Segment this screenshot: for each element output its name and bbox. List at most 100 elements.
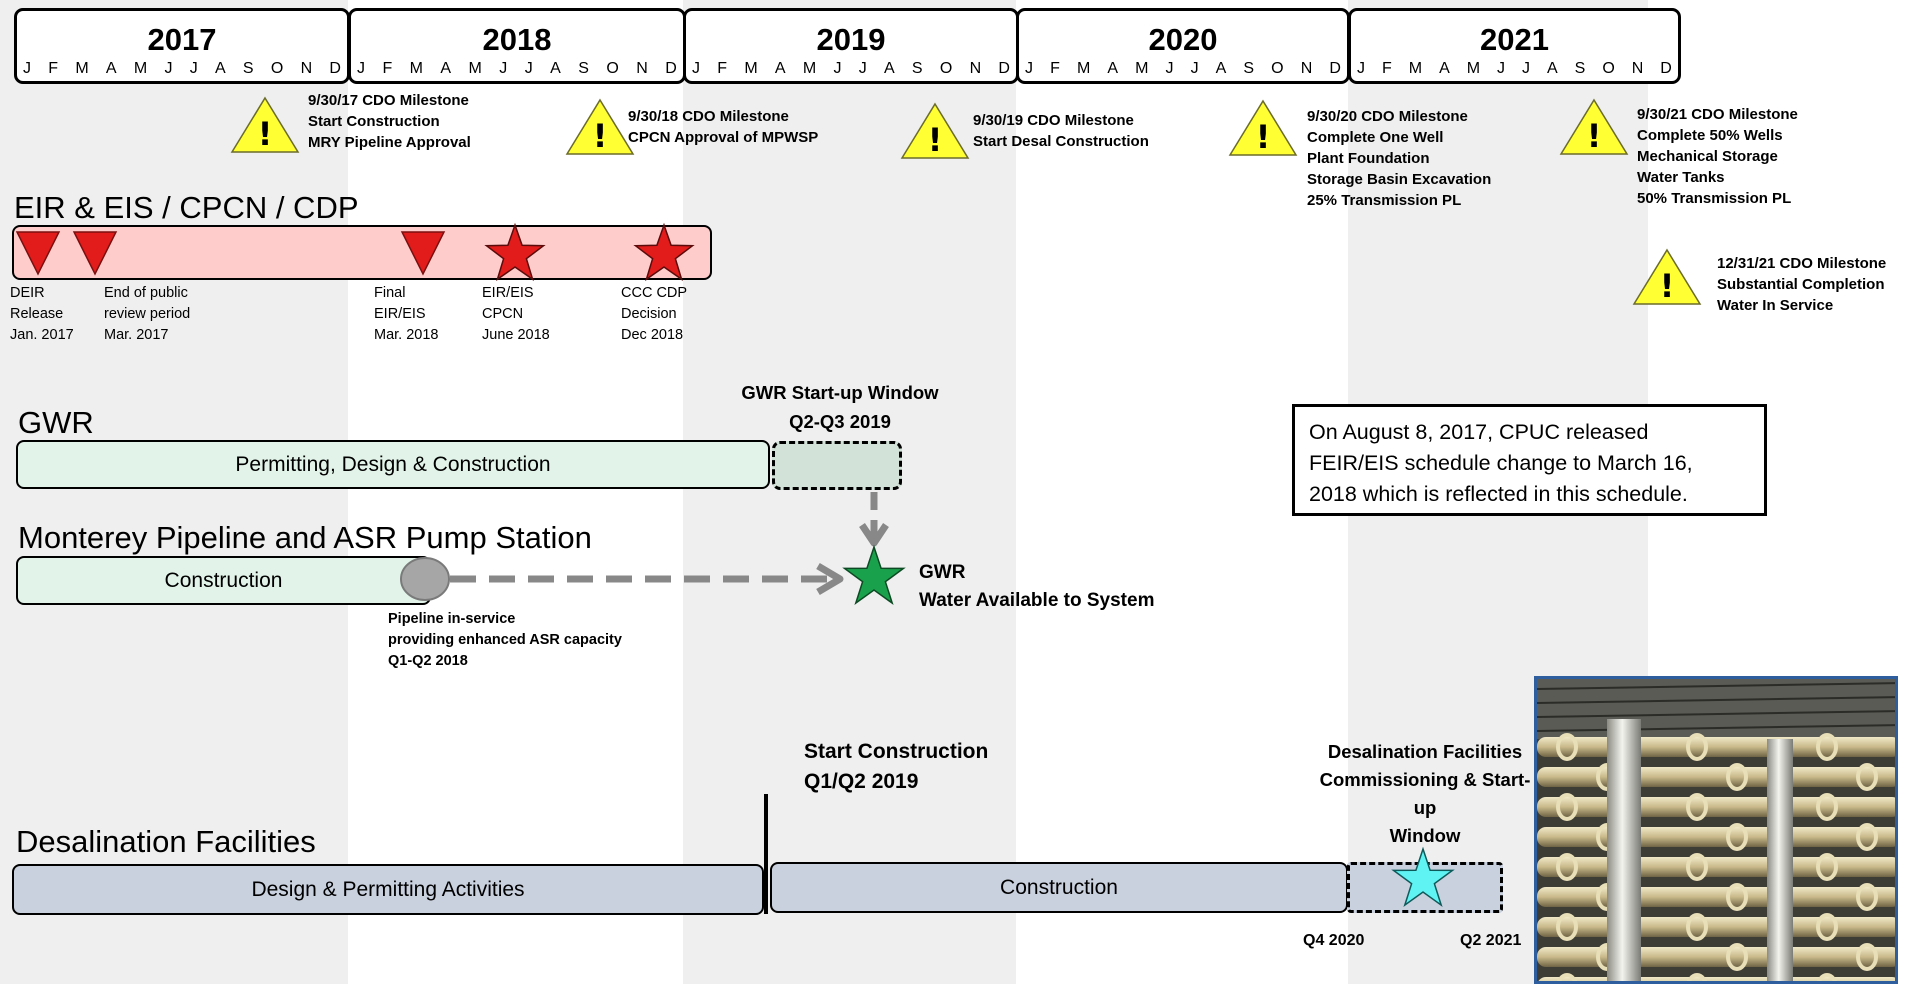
year-label: 2017 [147,22,217,57]
warning-icon: ! [1559,98,1629,155]
gwr-window-label: GWR Start-up Window Q2-Q3 2019 [710,378,970,436]
photo-coupling [1856,823,1878,851]
eir-triangle-marker [72,231,118,276]
milestone-line: 9/30/18 CDO Milestone [628,108,789,125]
month-label: S [578,60,589,77]
eir-section-title: EIR & EIS / CPCN / CDP [14,190,359,225]
photo-coupling [1556,853,1578,881]
year-label: 2019 [816,22,886,57]
desal-commission-line-2: Commissioning & Start- [1319,769,1531,790]
pipeline-note: Pipeline in-service providing enhanced A… [388,609,622,672]
gwr-window-arrowhead [859,523,889,547]
milestone-line: Water Tanks [1637,169,1725,186]
month-label: J [692,60,700,77]
month-label: M [133,60,148,77]
eir-marker-label-line: review period [104,306,191,322]
gwr-available-line-2: Water Available to System [919,590,1155,611]
month-label: O [939,60,953,77]
eir-star-marker [484,222,546,282]
photo-coupling [1556,793,1578,821]
milestone-line: Substantial Completion [1717,276,1885,293]
month-label: M [468,60,482,77]
pipeline-construction-bar: Construction [16,556,431,605]
svg-text:!: ! [1256,118,1271,156]
milestone-line: Plant Foundation [1307,150,1430,167]
month-label: M [1135,60,1149,77]
month-label: F [717,60,728,77]
desal-section-title: Desalination Facilities [16,824,316,859]
eir-star-marker [633,222,695,282]
gwr-available-line-1: GWR [919,562,966,583]
month-label: J [1190,60,1199,77]
month-label: J [164,60,173,77]
warning-icon: ! [1632,248,1702,305]
eir-marker-label-line: Jan. 2017 [10,327,74,343]
month-label: O [1271,60,1284,77]
month-label: F [48,60,59,77]
desal-commission-line-4: Window [1389,825,1461,846]
month-label: N [300,60,313,77]
warning-icon: ! [230,96,300,153]
photo-coupling [1686,793,1708,821]
month-label: M [802,60,817,77]
photo-coupling [1687,973,1707,981]
desal-commission-line-1: Desalination Facilities [1327,741,1523,762]
gwr-startup-window [772,441,902,490]
eir-marker-label-line: EIR/EIS [374,306,426,322]
photo-coupling [1556,733,1578,761]
photo-coupling [1726,763,1748,791]
photo-coupling [1816,913,1838,941]
photo-coupling [1686,853,1708,881]
warning-icon: ! [565,98,635,155]
eir-bar [12,225,712,280]
month-label: J [499,60,508,77]
photo-coupling [1726,823,1748,851]
gwr-available-star [842,544,906,606]
month-label: A [214,60,226,77]
note-line-2: FEIR/EIS schedule change to March 16, [1309,451,1693,475]
gwr-window-line-2: Q2-Q3 2019 [789,411,891,432]
eir-triangle-marker [400,231,446,276]
schedule-change-note: On August 8, 2017, CPUC released FEIR/EI… [1292,404,1767,516]
month-label: J [1357,60,1365,77]
pipeline-note-line-2: providing enhanced ASR capacity [388,632,622,648]
photo-coupling [1856,763,1878,791]
month-label: J [1497,60,1506,77]
month-label: M [744,60,758,77]
photo-coupling [1686,913,1708,941]
eir-marker-label-line: CCC CDP [621,285,688,301]
month-label: A [105,60,117,77]
milestone-line: 9/30/20 CDO Milestone [1307,108,1468,125]
month-label: F [382,60,393,77]
month-label: M [409,60,423,77]
note-line-3: 2018 which is reflected in this schedule… [1309,482,1688,506]
month-label: F [1381,60,1392,77]
month-label: N [1631,60,1644,77]
milestone-line: Storage Basin Excavation [1307,171,1492,188]
month-label: J [833,60,842,77]
photo-coupling [1726,943,1748,971]
milestone-line: Complete One Well [1307,129,1444,146]
pipeline-inservice-marker [400,557,450,601]
desal-q4-2020-label: Q4 2020 [1303,932,1365,949]
svg-text:!: ! [1587,117,1602,155]
milestone-line: MRY Pipeline Approval [308,134,471,151]
year-label: 2021 [1480,22,1549,57]
desal-commission-label: Desalination Facilities Commissioning & … [1300,738,1550,850]
year-label: 2018 [482,22,552,57]
month-label: A [1107,60,1119,77]
desal-start-line-2: Q1/Q2 2019 [804,770,919,793]
month-label: M [75,60,89,77]
warning-icon: ! [1228,99,1298,156]
month-label: N [1300,60,1313,77]
